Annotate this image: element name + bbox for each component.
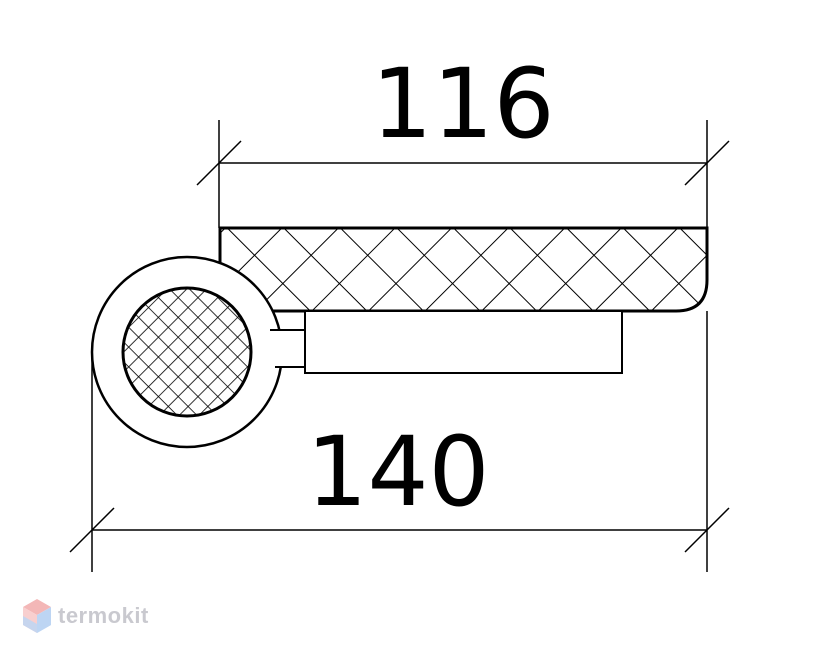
tick-left-top bbox=[196, 140, 242, 186]
tick-right-top bbox=[684, 140, 730, 186]
dimension-bottom: 140 bbox=[69, 311, 730, 572]
holder-plate bbox=[304, 310, 623, 374]
tick-right-bottom bbox=[684, 507, 730, 553]
dimension-label-top: 116 bbox=[371, 48, 554, 160]
holder-arm bbox=[270, 310, 623, 374]
brand-name: termokit bbox=[58, 603, 149, 628]
dimension-top: 116 bbox=[196, 48, 730, 228]
tick-left-bottom bbox=[69, 507, 115, 553]
wall-mount-rod bbox=[121, 286, 253, 418]
dimension-label-bottom: 140 bbox=[306, 416, 489, 528]
soap-dish bbox=[218, 226, 709, 313]
hexagon-logo-icon bbox=[23, 599, 51, 633]
brand-watermark: termokit bbox=[22, 598, 149, 634]
